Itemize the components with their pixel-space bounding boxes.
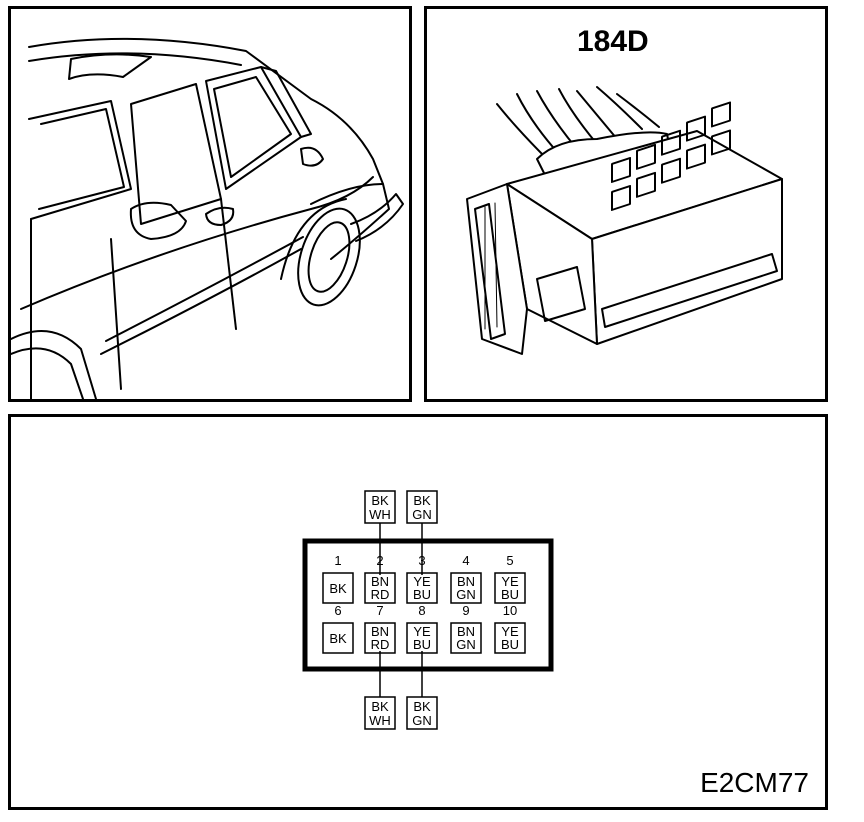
wire-color: WH [369, 507, 391, 522]
pin-number: 1 [334, 553, 341, 568]
wire-color-box [406, 696, 438, 730]
pinout-diagram-panel: 1BK2BNRD3YEBU4BNGN5YEBU6BK7BNRD8YEBU9BNG… [8, 414, 828, 810]
pin-cavity [450, 572, 482, 604]
pin-wire-color: BU [413, 587, 431, 602]
pin-cavity [364, 622, 396, 654]
wire-color: BK [371, 493, 389, 508]
wire-color-box [406, 490, 438, 524]
pin-number: 7 [376, 603, 383, 618]
pin-cavity [406, 622, 438, 654]
pin-number: 8 [418, 603, 425, 618]
pin-wire-color: YE [501, 624, 519, 639]
pin-wire-color: BU [413, 637, 431, 652]
pin-wire-color: GN [456, 587, 476, 602]
pin-wire-color: BN [457, 574, 475, 589]
car-location-panel [8, 6, 412, 402]
pin-cavity [364, 572, 396, 604]
pin-wire-color: YE [501, 574, 519, 589]
pin-wire-color: BN [371, 574, 389, 589]
pin-number: 10 [503, 603, 517, 618]
wire-color: BK [413, 493, 431, 508]
connector-illustration-panel: 184D [424, 6, 828, 402]
pin-wire-color: YE [413, 624, 431, 639]
wire-color: GN [412, 507, 432, 522]
pin-wire-color: BK [329, 631, 347, 646]
pin-number: 6 [334, 603, 341, 618]
pin-wire-color: GN [456, 637, 476, 652]
pin-wire-color: RD [371, 637, 390, 652]
pin-cavity [406, 572, 438, 604]
wire-color: GN [412, 713, 432, 728]
wire-color: BK [413, 699, 431, 714]
figure-code: E2CM77 [700, 767, 809, 798]
pin-cavity [494, 622, 526, 654]
pin-cavity [322, 622, 354, 654]
pin-number: 5 [506, 553, 513, 568]
pin-wire-color: YE [413, 574, 431, 589]
pinout-diagram: 1BK2BNRD3YEBU4BNGN5YEBU6BK7BNRD8YEBU9BNG… [302, 490, 554, 730]
connector-drawing [466, 86, 783, 355]
pin-number: 4 [462, 553, 469, 568]
wire-color-box [364, 490, 396, 524]
wire-color-box [364, 696, 396, 730]
pin-cavity [494, 572, 526, 604]
pin-wire-color: BU [501, 587, 519, 602]
pin-cavity [450, 622, 482, 654]
car-illustration [11, 37, 404, 399]
pin-wire-color: BN [371, 624, 389, 639]
pin-wire-color: BN [457, 624, 475, 639]
pin-wire-color: BK [329, 581, 347, 596]
pin-wire-color: BU [501, 637, 519, 652]
wire-color: WH [369, 713, 391, 728]
wire-color: BK [371, 699, 389, 714]
pin-number: 9 [462, 603, 469, 618]
pin-wire-color: RD [371, 587, 390, 602]
pin-cavity [322, 572, 354, 604]
connector-title: 184D [577, 25, 649, 58]
